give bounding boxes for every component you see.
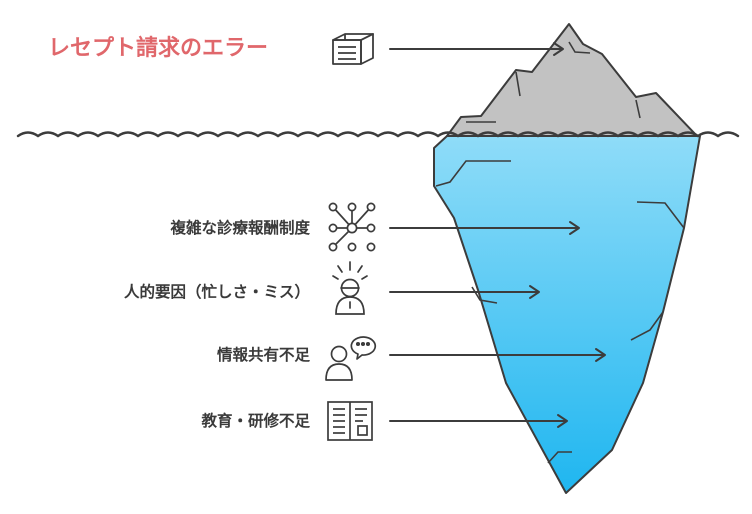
training-manual-icon	[327, 401, 373, 441]
title-arrow-head	[553, 42, 564, 56]
cause-label-training: 教育・研修不足	[201, 412, 310, 430]
cause-label-human-factors: 人的要因（忙しさ・ミス）	[123, 283, 310, 301]
cause-arrowhead-3	[595, 348, 606, 362]
person-speech-bubble-icon	[325, 336, 377, 381]
cause-arrowhead-4	[557, 414, 568, 428]
stressed-person-icon	[332, 261, 368, 315]
cause-arrowhead-2	[529, 285, 540, 299]
cause-label-complex-system: 複雑な診療報酬制度	[170, 219, 310, 237]
network-nodes-icon	[328, 202, 376, 252]
stacked-documents-icon	[332, 33, 374, 65]
connector-arrows	[389, 42, 606, 428]
cause-label-info-sharing: 情報共有不足	[216, 346, 310, 364]
diagram-title: レセプト請求のエラー	[48, 36, 269, 61]
iceberg-peak	[446, 23, 698, 137]
iceberg-underwater-body	[433, 135, 701, 494]
cause-arrowhead-1	[569, 221, 580, 235]
water-surface-waves	[16, 131, 740, 138]
